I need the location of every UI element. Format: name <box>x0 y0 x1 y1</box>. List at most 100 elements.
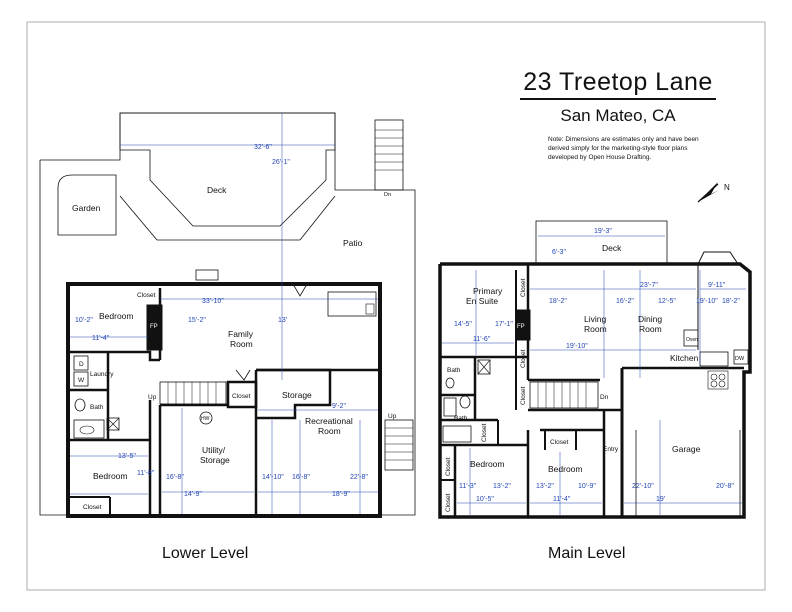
utility-a-dim: 16'-8" <box>166 474 184 481</box>
main-deck-depth-dim: 6'-3" <box>552 249 566 256</box>
main-closet-5-label: Closet <box>445 457 452 476</box>
lower-deck-depth-dim: 26'-1" <box>272 159 290 166</box>
living-width-dim: 23'-7" <box>640 282 658 289</box>
family-room-b-dim: 13' <box>278 317 287 324</box>
family-room-a-dim: 15'-2" <box>188 317 206 324</box>
bedroom-1-a-dim: 11'-3" <box>459 483 477 490</box>
bedroom-2-a-dim: 13'-2" <box>536 483 554 490</box>
page-border <box>26 21 766 591</box>
bedroom-1-c-dim: 10'-5" <box>476 496 494 503</box>
patio-label: Patio <box>343 238 363 248</box>
main-closet-3-label: Closet <box>520 386 527 405</box>
family-room-width-dim: 33'-10" <box>202 298 224 305</box>
washer-label: W <box>78 377 85 384</box>
outside-stairs-up-label: Up <box>388 413 397 420</box>
garage-label: Garage <box>672 444 701 454</box>
living-c-dim: 19'-10" <box>566 343 588 350</box>
family-room-label-2: Room <box>230 339 253 349</box>
kitchen-a-dim: 19'-10" <box>696 298 718 305</box>
living-room-label-1: Living <box>584 314 606 324</box>
kitchen-width-dim: 9'-11" <box>708 282 726 289</box>
main-bedroom-1-label: Bedroom <box>470 459 505 469</box>
lower-bedroom-b-dim: 11'-4" <box>92 335 110 342</box>
lower-level-title: Lower Level <box>162 545 249 562</box>
entry-label: Entry <box>603 446 619 453</box>
main-bath-1-label: Bath <box>447 367 461 374</box>
utility-label-1: Utility/ <box>202 445 226 455</box>
living-room-label-2: Room <box>584 324 607 334</box>
lower-level-plan <box>39 112 416 518</box>
lower-closet-bottom-label: Closet <box>83 504 102 511</box>
recreational-d-dim: 22'-8" <box>350 474 368 481</box>
dining-room-label-1: Dining <box>638 314 662 324</box>
lower-deck-width-dim: 32'-6" <box>254 144 272 151</box>
dining-a-dim: 12'-5" <box>658 298 676 305</box>
main-fireplace-label: FP <box>517 324 525 330</box>
main-level-title: Main Level <box>548 545 626 562</box>
main-deck-label: Deck <box>602 243 622 253</box>
primary-a-dim: 14'-5" <box>454 321 472 328</box>
oven-label: Oven <box>686 337 698 343</box>
lower-closet-mid-label: Closet <box>232 393 251 400</box>
main-closet-6-label: Closet <box>445 493 452 512</box>
storage-label: Storage <box>282 390 312 400</box>
dryer-label: D <box>79 361 84 368</box>
property-address: 23 Treetop Lane <box>523 68 713 96</box>
garage-a-dim: 22'-10" <box>632 483 654 490</box>
main-bedroom-2-label: Bedroom <box>548 464 583 474</box>
primary-suite-label-2: En Suite <box>466 296 498 306</box>
main-deck-width-dim: 19'-3" <box>594 228 612 235</box>
primary-b-dim: 17'-1" <box>495 321 513 328</box>
lower-fireplace-label: FP <box>150 324 158 330</box>
water-heater-label: HW <box>201 416 210 422</box>
recreational-a-dim: 14'-10" <box>262 474 284 481</box>
dining-room-label-2: Room <box>639 324 662 334</box>
garage-b-dim: 20'-8" <box>716 483 734 490</box>
lower-stairs-up-label: Up <box>148 394 157 401</box>
main-closet-7-label: Closet <box>550 439 569 446</box>
lower-dimension-lines <box>70 113 378 514</box>
main-level-plan <box>438 220 752 519</box>
disclaimer-note: Note: Dimensions are estimates only and … <box>548 136 699 161</box>
kitchen-label: Kitchen <box>670 353 699 363</box>
compass-north-label: N <box>724 183 730 192</box>
main-closet-2-label: Closet <box>520 349 527 368</box>
family-room-label-1: Family <box>228 329 254 339</box>
recreational-label-2: Room <box>318 426 341 436</box>
utility-label-2: Storage <box>200 455 230 465</box>
north-arrow-icon <box>697 182 719 203</box>
main-stairs-down-label: Dn <box>600 394 609 401</box>
kitchen-b-dim: 18'-2" <box>722 298 740 305</box>
title-underline <box>520 98 716 100</box>
bedroom-2-c-dim: 11'-4" <box>553 496 571 503</box>
main-closet-4-label: Closet <box>481 423 488 442</box>
bedroom-2-b-dim: 10'-9" <box>578 483 596 490</box>
recreational-b-dim: 16'-8" <box>292 474 310 481</box>
property-city: San Mateo, CA <box>560 106 676 125</box>
main-bath-2-label: Bath <box>454 415 468 422</box>
living-a-dim: 18'-2" <box>549 298 567 305</box>
dishwasher-label: DW <box>735 356 745 362</box>
primary-c-dim: 11'-6" <box>473 336 491 343</box>
laundry-label: Laundry <box>90 371 114 378</box>
recreational-width-dim: 9'-2" <box>332 403 346 410</box>
lower-bedroom-bottom-label: Bedroom <box>93 471 128 481</box>
bedroom-1-b-dim: 13'-2" <box>493 483 511 490</box>
garage-c-dim: 19' <box>656 496 665 503</box>
recreational-label-1: Recreational <box>305 416 353 426</box>
lower-bedroom-a-dim: 10'-2" <box>75 317 93 324</box>
lower-bedroom-bottom-a-dim: 13'-5" <box>118 453 136 460</box>
main-closet-1-label: Closet <box>520 278 527 297</box>
lower-deck-label: Deck <box>207 185 227 195</box>
lower-bath-label: Bath <box>90 404 104 411</box>
utility-b-dim: 14'-9" <box>184 491 202 498</box>
primary-suite-label-1: Primary <box>473 286 503 296</box>
lower-bedroom-label: Bedroom <box>99 311 134 321</box>
lower-bedroom-bottom-b-dim: 11'-8" <box>137 470 155 477</box>
lower-closet-top-label: Closet <box>137 292 156 299</box>
recreational-c-dim: 18'-9" <box>332 491 350 498</box>
main-dimension-lines <box>442 235 746 515</box>
garden-label: Garden <box>72 203 101 213</box>
